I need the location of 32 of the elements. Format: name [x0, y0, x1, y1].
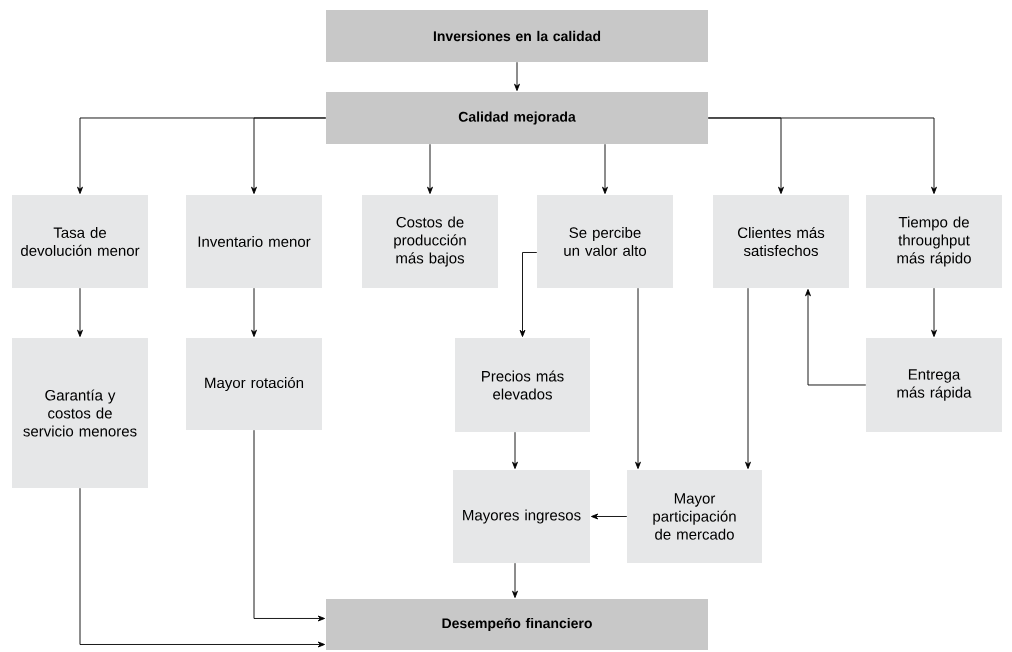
arrow [427, 143, 433, 194]
arrow [79, 487, 325, 648]
heading-bar: Calidad mejorada [326, 92, 708, 144]
process-box: Entrega más rápida [866, 338, 1002, 432]
arrow [591, 513, 628, 520]
arrow [602, 143, 608, 194]
arrow [77, 287, 83, 337]
arrow [745, 287, 751, 469]
process-box: Tasa de devolución menor [12, 195, 148, 288]
arrow [251, 287, 257, 337]
process-box: Mayor rotación [186, 338, 322, 430]
arrow [635, 287, 641, 469]
process-box: Inventario menor [186, 195, 322, 288]
arrow [251, 117, 327, 194]
arrow [805, 289, 867, 386]
arrow [512, 431, 518, 469]
arrow [253, 429, 325, 622]
process-box: Mayor participación de mercado [627, 470, 762, 563]
heading-bar: Desempeño financiero [326, 599, 708, 650]
heading-bar: Inversiones en la calidad [326, 10, 708, 62]
process-box: Tiempo de throughput más rápido [866, 195, 1002, 288]
arrow [707, 117, 937, 194]
process-box: Costos de producción más bajos [362, 195, 498, 288]
process-box: Clientes más satisfechos [713, 195, 849, 288]
process-box: Garantía y costos de servicio menores [12, 338, 148, 488]
process-box: Se percibe un valor alto [537, 195, 673, 288]
arrow [512, 562, 518, 598]
process-box: Precios más elevados [455, 338, 590, 432]
arrow [931, 287, 937, 337]
arrow [514, 61, 520, 91]
process-box: Mayores ingresos [453, 470, 590, 563]
arrow [519, 252, 538, 337]
